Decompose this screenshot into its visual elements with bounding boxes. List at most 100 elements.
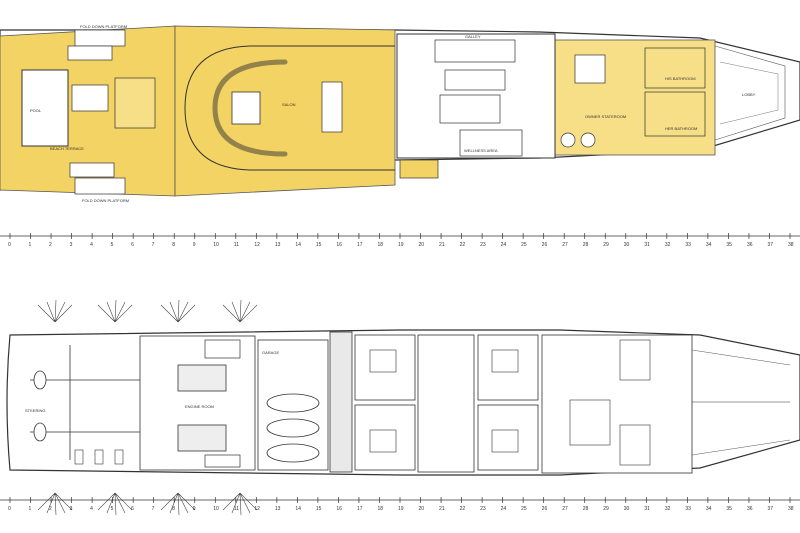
ruler-tick-label: 37 [767,506,773,512]
his-bathroom [644,47,706,89]
crew-cabin-1 [619,339,651,381]
wellness-area-label: WELLNESS AREA [464,148,498,153]
ruler-tick-label: 8 [172,506,175,512]
crew-area [541,334,693,474]
ruler-tick-label: 12 [254,506,260,512]
ruler-tick-label: 25 [521,506,527,512]
owner-armchair-1 [560,132,576,148]
crew-cabin-2 [619,424,651,466]
her-bathroom [644,91,706,137]
ruler-tick-label: 12 [254,242,260,248]
ruler-tick-label: 36 [747,506,753,512]
ruler-tick-label: 1 [29,242,32,248]
rudder-bottom [33,422,47,442]
engine-starboard [177,424,227,452]
ruler-tick-label: 24 [501,242,507,248]
fold-down-platform-label-bottom: FOLD DOWN PLATFORM [82,198,129,203]
lobby-label: LOBBY [742,92,756,97]
ruler-tick-label: 28 [583,242,589,248]
fold-down-platform-top-2 [67,45,113,61]
ruler-tick-label: 22 [460,506,466,512]
spray-fan-6 [97,492,133,516]
spray-fans-top [37,299,258,323]
generator-1 [204,339,241,359]
ruler-tick-label: 36 [747,242,753,248]
fold-down-platform-top [74,29,126,47]
ruler-tick-label: 22 [460,242,466,248]
spray-fan-2 [97,299,133,323]
salon-teak-floor [174,25,396,197]
salon-coffee-table [231,91,261,125]
ruler-tick-label: 18 [377,242,383,248]
lower-deck: STEERING ENGINE ROOM GARAGE [6,299,800,516]
steering-label: STEERING [25,408,45,413]
ruler-tick-label: 10 [213,506,219,512]
ruler-tick-label: 19 [398,242,404,248]
fuel-tank-3 [114,449,124,465]
ruler-tick-label: 5 [111,242,114,248]
ruler-tick-label: 4 [90,242,93,248]
tank-space [329,331,353,473]
ruler-tick-label: 26 [542,242,548,248]
ruler-tick-label: 16 [336,242,342,248]
ruler-tick-label: 23 [480,506,486,512]
ruler-tick-label: 16 [336,506,342,512]
spray-fan-7 [160,492,196,516]
galley-label: GALLEY [465,34,481,39]
galley-island [444,69,506,91]
salon-curved-wall [184,45,395,171]
bow-deck-lines [714,45,786,141]
ruler-tick-label: 30 [624,506,630,512]
bow-storage-lines [691,349,791,456]
sun-pad [71,84,109,112]
ruler-tick-label: 31 [644,506,650,512]
corridor-lower [417,334,475,473]
guest-bed-2 [369,429,397,453]
ruler-tick-label: 5 [111,506,114,512]
pool-label: POOL [30,108,42,113]
salon-stairs [399,159,439,179]
ruler-tick-label: 14 [295,242,301,248]
ruler-tick-label: 20 [419,506,425,512]
ruler-tick-label: 21 [439,242,445,248]
bow-inner-line [719,61,779,125]
guest-bed-1 [369,349,397,373]
ruler-tick-label: 8 [172,242,175,248]
upper-deck: POOL BEACH TERRACE FOLD DOWN PLATFORM FO… [0,24,800,203]
ruler-tick-label: 4 [90,506,93,512]
ruler-tick-label: 31 [644,242,650,248]
his-bathroom-label: HIS BATHROOM [665,76,696,81]
ruler-tick-label: 27 [562,506,568,512]
spray-fan-3 [160,299,196,323]
ruler-tick-label: 32 [665,506,671,512]
tender-3 [266,443,320,463]
spray-fan-1 [37,299,73,323]
ruler-tick-label: 25 [521,242,527,248]
ruler-tick-label: 13 [275,506,281,512]
spray-fan-5 [37,492,73,516]
ruler-tick-label: 33 [685,506,691,512]
dining-table [321,81,343,133]
fold-down-platform-bottom [69,162,115,178]
ruler-tick-label: 11 [234,242,239,248]
ruler-tick-label: 14 [295,506,301,512]
ruler-tick-label: 2 [49,242,52,248]
ruler-tick-label: 35 [726,506,732,512]
ruler-tick-label: 37 [767,242,773,248]
aft-seating [114,77,156,129]
beach-terrace-label: BEACH TERRACE [50,146,84,151]
crew-mess [569,399,611,446]
guest-bed-3 [491,349,519,373]
spray-fan-8 [222,492,258,516]
rudder-top [33,370,47,390]
ruler-tick-label: 26 [542,506,548,512]
tender-2 [266,418,320,438]
ruler-tick-label: 3 [70,506,73,512]
owner-armchair-2 [580,132,596,148]
ruler-tick-label: 23 [480,242,486,248]
ruler-tick-label: 18 [377,506,383,512]
ruler-tick-label: 20 [419,242,425,248]
owner-bed [574,54,606,84]
